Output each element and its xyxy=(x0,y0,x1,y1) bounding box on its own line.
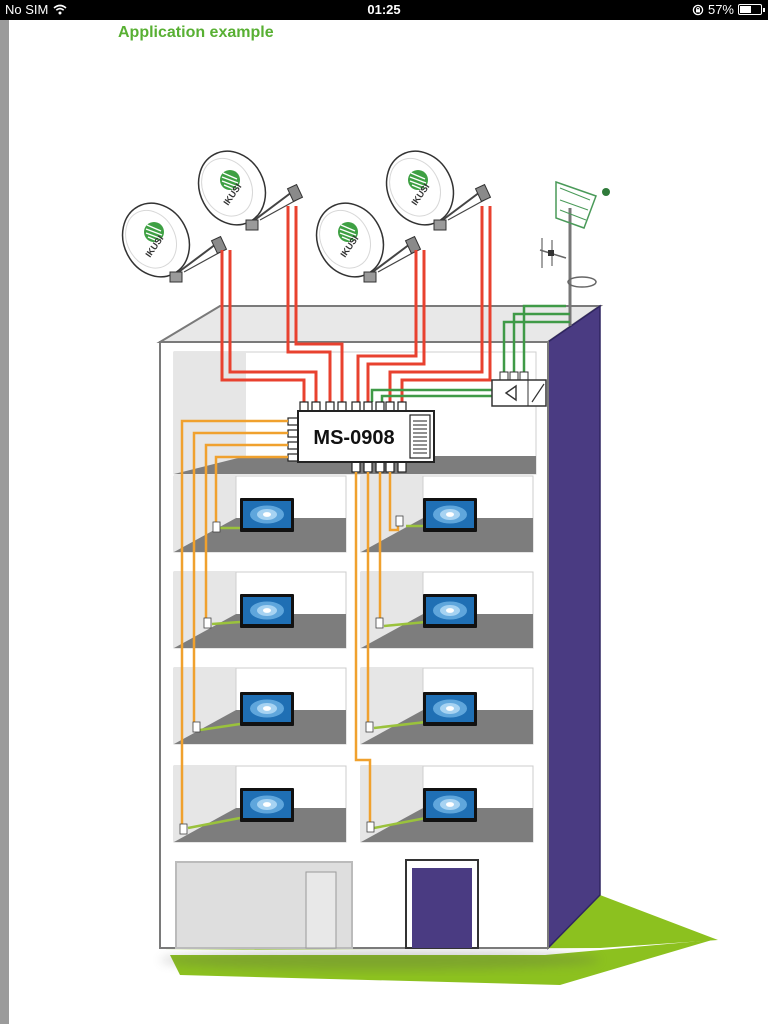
building-shadow xyxy=(160,950,600,970)
status-left: No SIM xyxy=(5,2,67,17)
wall-outlet xyxy=(395,515,404,527)
left-page-rule xyxy=(0,20,9,1024)
status-bar: No SIM 01:25 57% xyxy=(0,0,768,20)
wall-outlet xyxy=(179,823,188,835)
entrance-door xyxy=(405,859,479,949)
wifi-icon xyxy=(53,4,67,15)
multiswitch-unit: MS-0908 xyxy=(287,401,435,473)
wall-outlet xyxy=(212,521,221,533)
building-roof xyxy=(156,305,604,343)
tv-icon xyxy=(423,594,477,628)
wall-outlet xyxy=(375,617,384,629)
tv-icon xyxy=(423,788,477,822)
terrestrial-amplifier xyxy=(491,371,547,407)
wall-outlet xyxy=(203,617,212,629)
tv-icon xyxy=(423,498,477,532)
rotation-lock-icon xyxy=(692,4,704,15)
terrestrial-antenna xyxy=(539,180,610,326)
battery-percent: 57% xyxy=(707,2,734,17)
wall-outlet xyxy=(366,821,375,833)
battery-fill xyxy=(740,6,751,13)
ground-lawn xyxy=(160,895,718,950)
tv-cables xyxy=(187,524,427,830)
tv-icon xyxy=(423,692,477,726)
battery-icon xyxy=(738,4,765,15)
tv-icon xyxy=(240,498,294,532)
satellite-dish xyxy=(184,138,304,238)
satellite-dish xyxy=(372,138,492,238)
tv-icon xyxy=(240,594,294,628)
carrier-label: No SIM xyxy=(5,2,49,17)
multiswitch-label: MS-0908 xyxy=(313,427,394,449)
tv-icon xyxy=(240,692,294,726)
garage-door xyxy=(175,861,353,949)
wall-outlet xyxy=(365,721,374,733)
tv-icon xyxy=(240,788,294,822)
battery-tip xyxy=(763,8,765,12)
wall-outlet xyxy=(192,721,201,733)
status-right: 57% xyxy=(692,2,765,17)
page-heading: Application example xyxy=(118,24,274,41)
terrestrial-cables xyxy=(370,304,570,402)
status-time: 01:25 xyxy=(367,2,401,17)
distribution-cables xyxy=(180,419,400,826)
building-side xyxy=(547,304,601,950)
